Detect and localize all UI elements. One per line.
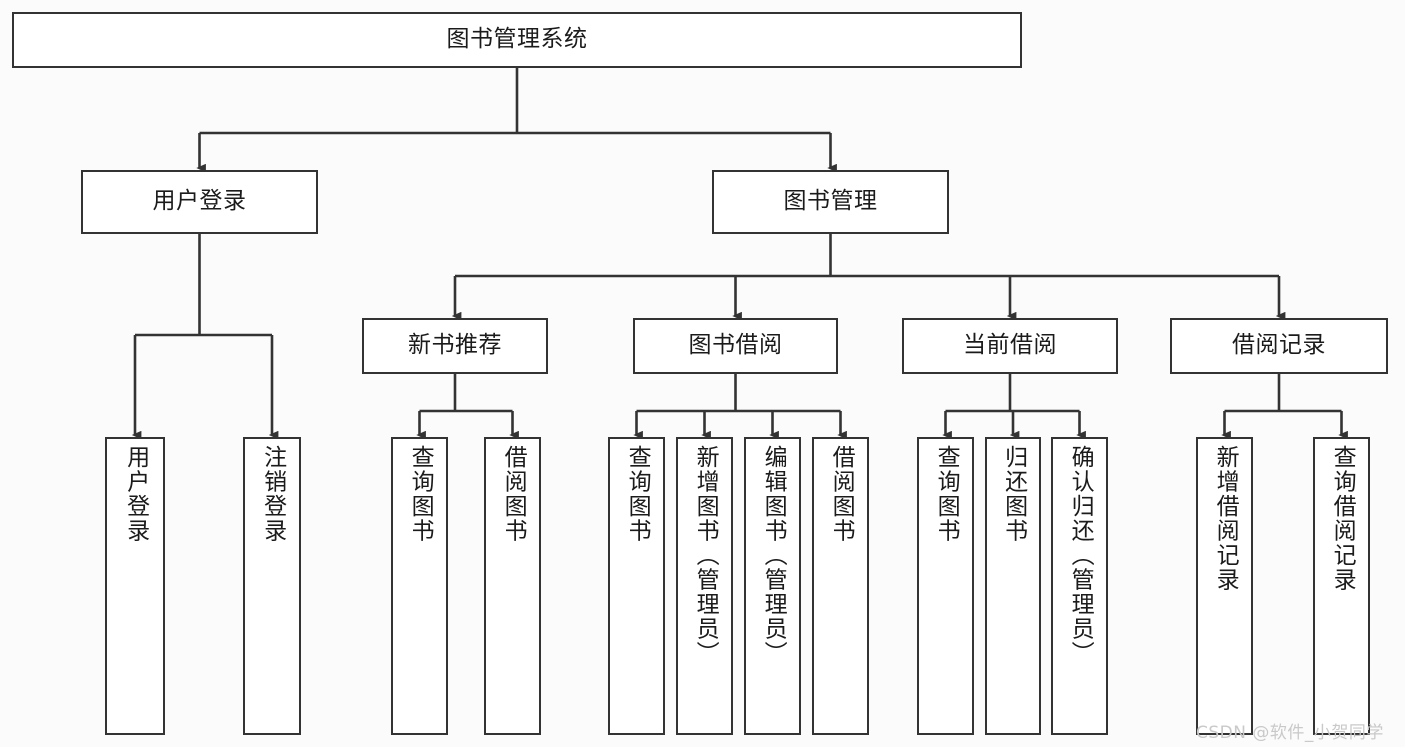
level-2-node-3[interactable]: 借阅记录 xyxy=(1170,318,1388,374)
leaf-node-0[interactable]: 用户登录 xyxy=(105,437,165,735)
node-label: 借阅图书 xyxy=(828,445,855,543)
node-label: 借阅图书 xyxy=(500,445,527,543)
leaf-node-10[interactable]: 确认归还（管理员） xyxy=(1051,437,1108,735)
leaf-node-8[interactable]: 查询图书 xyxy=(917,437,974,735)
leaf-node-6[interactable]: 编辑图书（管理员） xyxy=(744,437,801,735)
node-label: 查询图书 xyxy=(933,445,960,543)
leaf-node-2[interactable]: 查询图书 xyxy=(391,437,448,735)
level-0-node-root[interactable]: 图书管理系统 xyxy=(12,12,1022,68)
node-label: 借阅记录 xyxy=(1232,332,1326,359)
level-2-node-0[interactable]: 新书推荐 xyxy=(362,318,548,374)
leaf-node-9[interactable]: 归还图书 xyxy=(985,437,1041,735)
node-label: 注销登录 xyxy=(259,445,286,543)
leaf-node-3[interactable]: 借阅图书 xyxy=(484,437,541,735)
node-label: 图书借阅 xyxy=(688,332,783,359)
node-label: 图书管理 xyxy=(783,188,878,215)
node-label: 确认归还（管理员） xyxy=(1067,445,1094,666)
node-label: 新增图书（管理员） xyxy=(692,445,719,666)
leaf-node-1[interactable]: 注销登录 xyxy=(243,437,301,735)
node-label: 查询图书 xyxy=(624,445,651,543)
node-label: 新书推荐 xyxy=(408,332,502,359)
level-1-node-1[interactable]: 图书管理 xyxy=(712,170,949,234)
node-label: 归还图书 xyxy=(1000,445,1027,543)
level-1-node-0[interactable]: 用户登录 xyxy=(81,170,318,234)
leaf-node-5[interactable]: 新增图书（管理员） xyxy=(676,437,733,735)
node-label: 图书管理系统 xyxy=(446,26,588,53)
leaf-node-12[interactable]: 查询借阅记录 xyxy=(1313,437,1370,735)
node-label: 编辑图书（管理员） xyxy=(760,445,787,666)
leaf-node-7[interactable]: 借阅图书 xyxy=(812,437,869,735)
level-2-node-2[interactable]: 当前借阅 xyxy=(902,318,1118,374)
node-label: 当前借阅 xyxy=(963,332,1057,359)
node-label: 用户登录 xyxy=(122,445,149,543)
level-2-node-1[interactable]: 图书借阅 xyxy=(633,318,838,374)
node-label: 用户登录 xyxy=(152,188,247,215)
node-label: 查询借阅记录 xyxy=(1329,445,1356,592)
node-label: 查询图书 xyxy=(407,445,434,543)
node-label: 新增借阅记录 xyxy=(1212,445,1239,592)
leaf-node-11[interactable]: 新增借阅记录 xyxy=(1196,437,1253,735)
leaf-node-4[interactable]: 查询图书 xyxy=(608,437,665,735)
